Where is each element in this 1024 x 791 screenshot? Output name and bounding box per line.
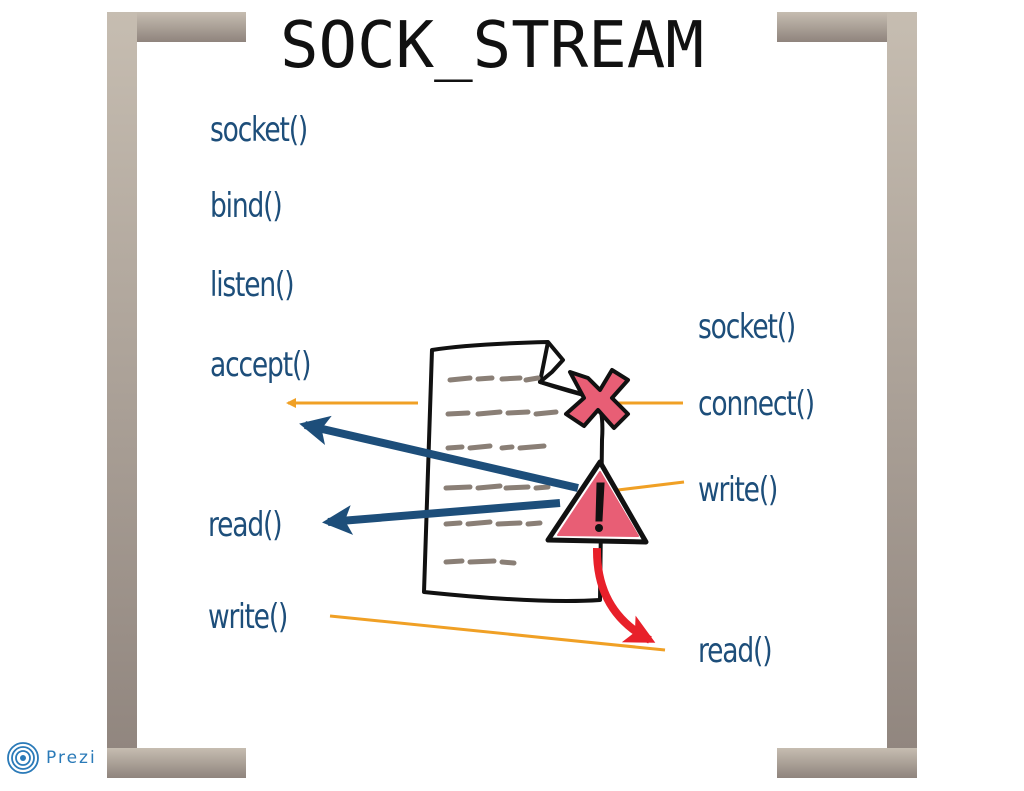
client-connect-label: connect()	[698, 384, 815, 424]
prezi-logo-icon	[7, 742, 39, 774]
server-bind-label: bind()	[210, 186, 283, 226]
server-listen-label: listen()	[210, 265, 295, 305]
server-socket-label: socket()	[210, 110, 308, 150]
blue-arrow-to-accept	[299, 415, 579, 492]
blue-arrow-to-read	[322, 499, 561, 535]
right-bracket-side	[887, 12, 917, 778]
client-read-label: read()	[698, 631, 773, 671]
server-write-line	[329, 614, 666, 652]
client-write-line	[617, 480, 685, 492]
prezi-logo: Prezi	[6, 740, 102, 780]
client-write-label: write()	[698, 470, 778, 510]
page-title: SOCK_STREAM	[280, 9, 704, 83]
left-bracket-side	[107, 12, 137, 778]
server-read-label: read()	[208, 505, 283, 545]
right-bracket-bottom	[777, 748, 917, 778]
warning-icon	[545, 459, 649, 545]
error-x-icon	[564, 368, 630, 430]
red-arrow-to-client-read	[592, 547, 656, 644]
prezi-logo-text: Prezi	[46, 748, 97, 768]
server-accept-label: accept()	[210, 345, 311, 385]
client-socket-label: socket()	[698, 307, 796, 347]
server-write-label: write()	[208, 597, 288, 637]
left-bracket-bottom	[107, 748, 246, 778]
